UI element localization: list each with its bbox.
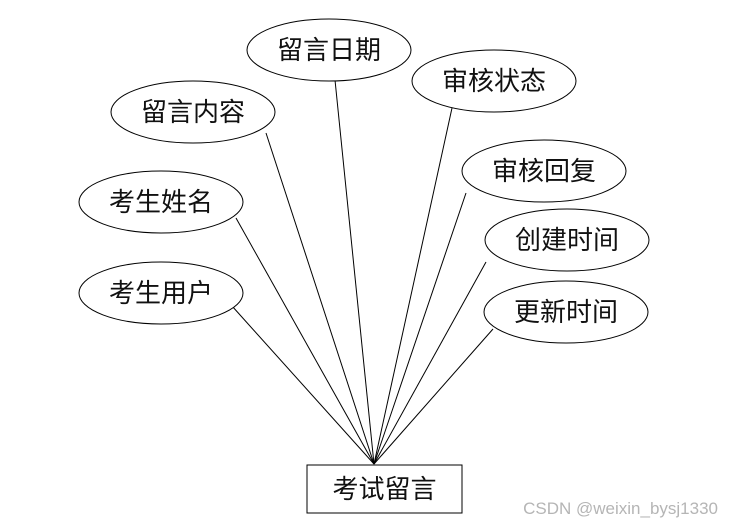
attribute-label: 考生用户 xyxy=(109,279,213,309)
connector-shenhe-huifu xyxy=(373,192,467,465)
attribute-gengxin-shijian: 更新时间 xyxy=(483,280,649,344)
attribute-shenhe-zhuangtai: 审核状态 xyxy=(411,49,577,113)
attribute-shenhe-huifu: 审核回复 xyxy=(461,139,627,203)
connector-liuyan-neirong xyxy=(265,132,375,465)
connector-chuangjian-shijian xyxy=(373,261,487,465)
watermark: CSDN @weixin_bysj1330 xyxy=(523,499,718,518)
connector-kaosheng-xingming xyxy=(235,217,375,465)
attribute-kaosheng-xingming: 考生姓名 xyxy=(78,170,244,234)
attribute-label: 更新时间 xyxy=(514,298,618,328)
attribute-liuyan-riqi: 留言日期 xyxy=(246,18,412,82)
connector-gengxin-shijian xyxy=(373,328,494,465)
attribute-kaosheng-yonghu: 考生用户 xyxy=(78,261,244,325)
attribute-label: 留言日期 xyxy=(277,36,381,66)
attribute-label: 审核回复 xyxy=(492,157,596,187)
attribute-label: 考生姓名 xyxy=(109,188,213,218)
connector-shenhe-zhuangtai xyxy=(373,107,453,465)
entity-box: 考试留言 xyxy=(306,464,463,514)
connector-liuyan-riqi xyxy=(334,79,375,465)
attribute-liuyan-neirong: 留言内容 xyxy=(110,80,276,144)
attribute-ellipses: 留言日期 审核状态 留言内容 审核回复 考生姓名 创建时间 考生用户 更新时间 xyxy=(78,18,650,344)
entity-label: 考试留言 xyxy=(332,475,436,505)
attribute-chuangjian-shijian: 创建时间 xyxy=(484,208,650,272)
attribute-label: 留言内容 xyxy=(141,98,245,128)
attribute-label: 创建时间 xyxy=(515,226,619,256)
attribute-label: 审核状态 xyxy=(442,67,546,97)
connector-kaosheng-yonghu xyxy=(231,305,375,465)
connector-lines xyxy=(231,79,494,465)
